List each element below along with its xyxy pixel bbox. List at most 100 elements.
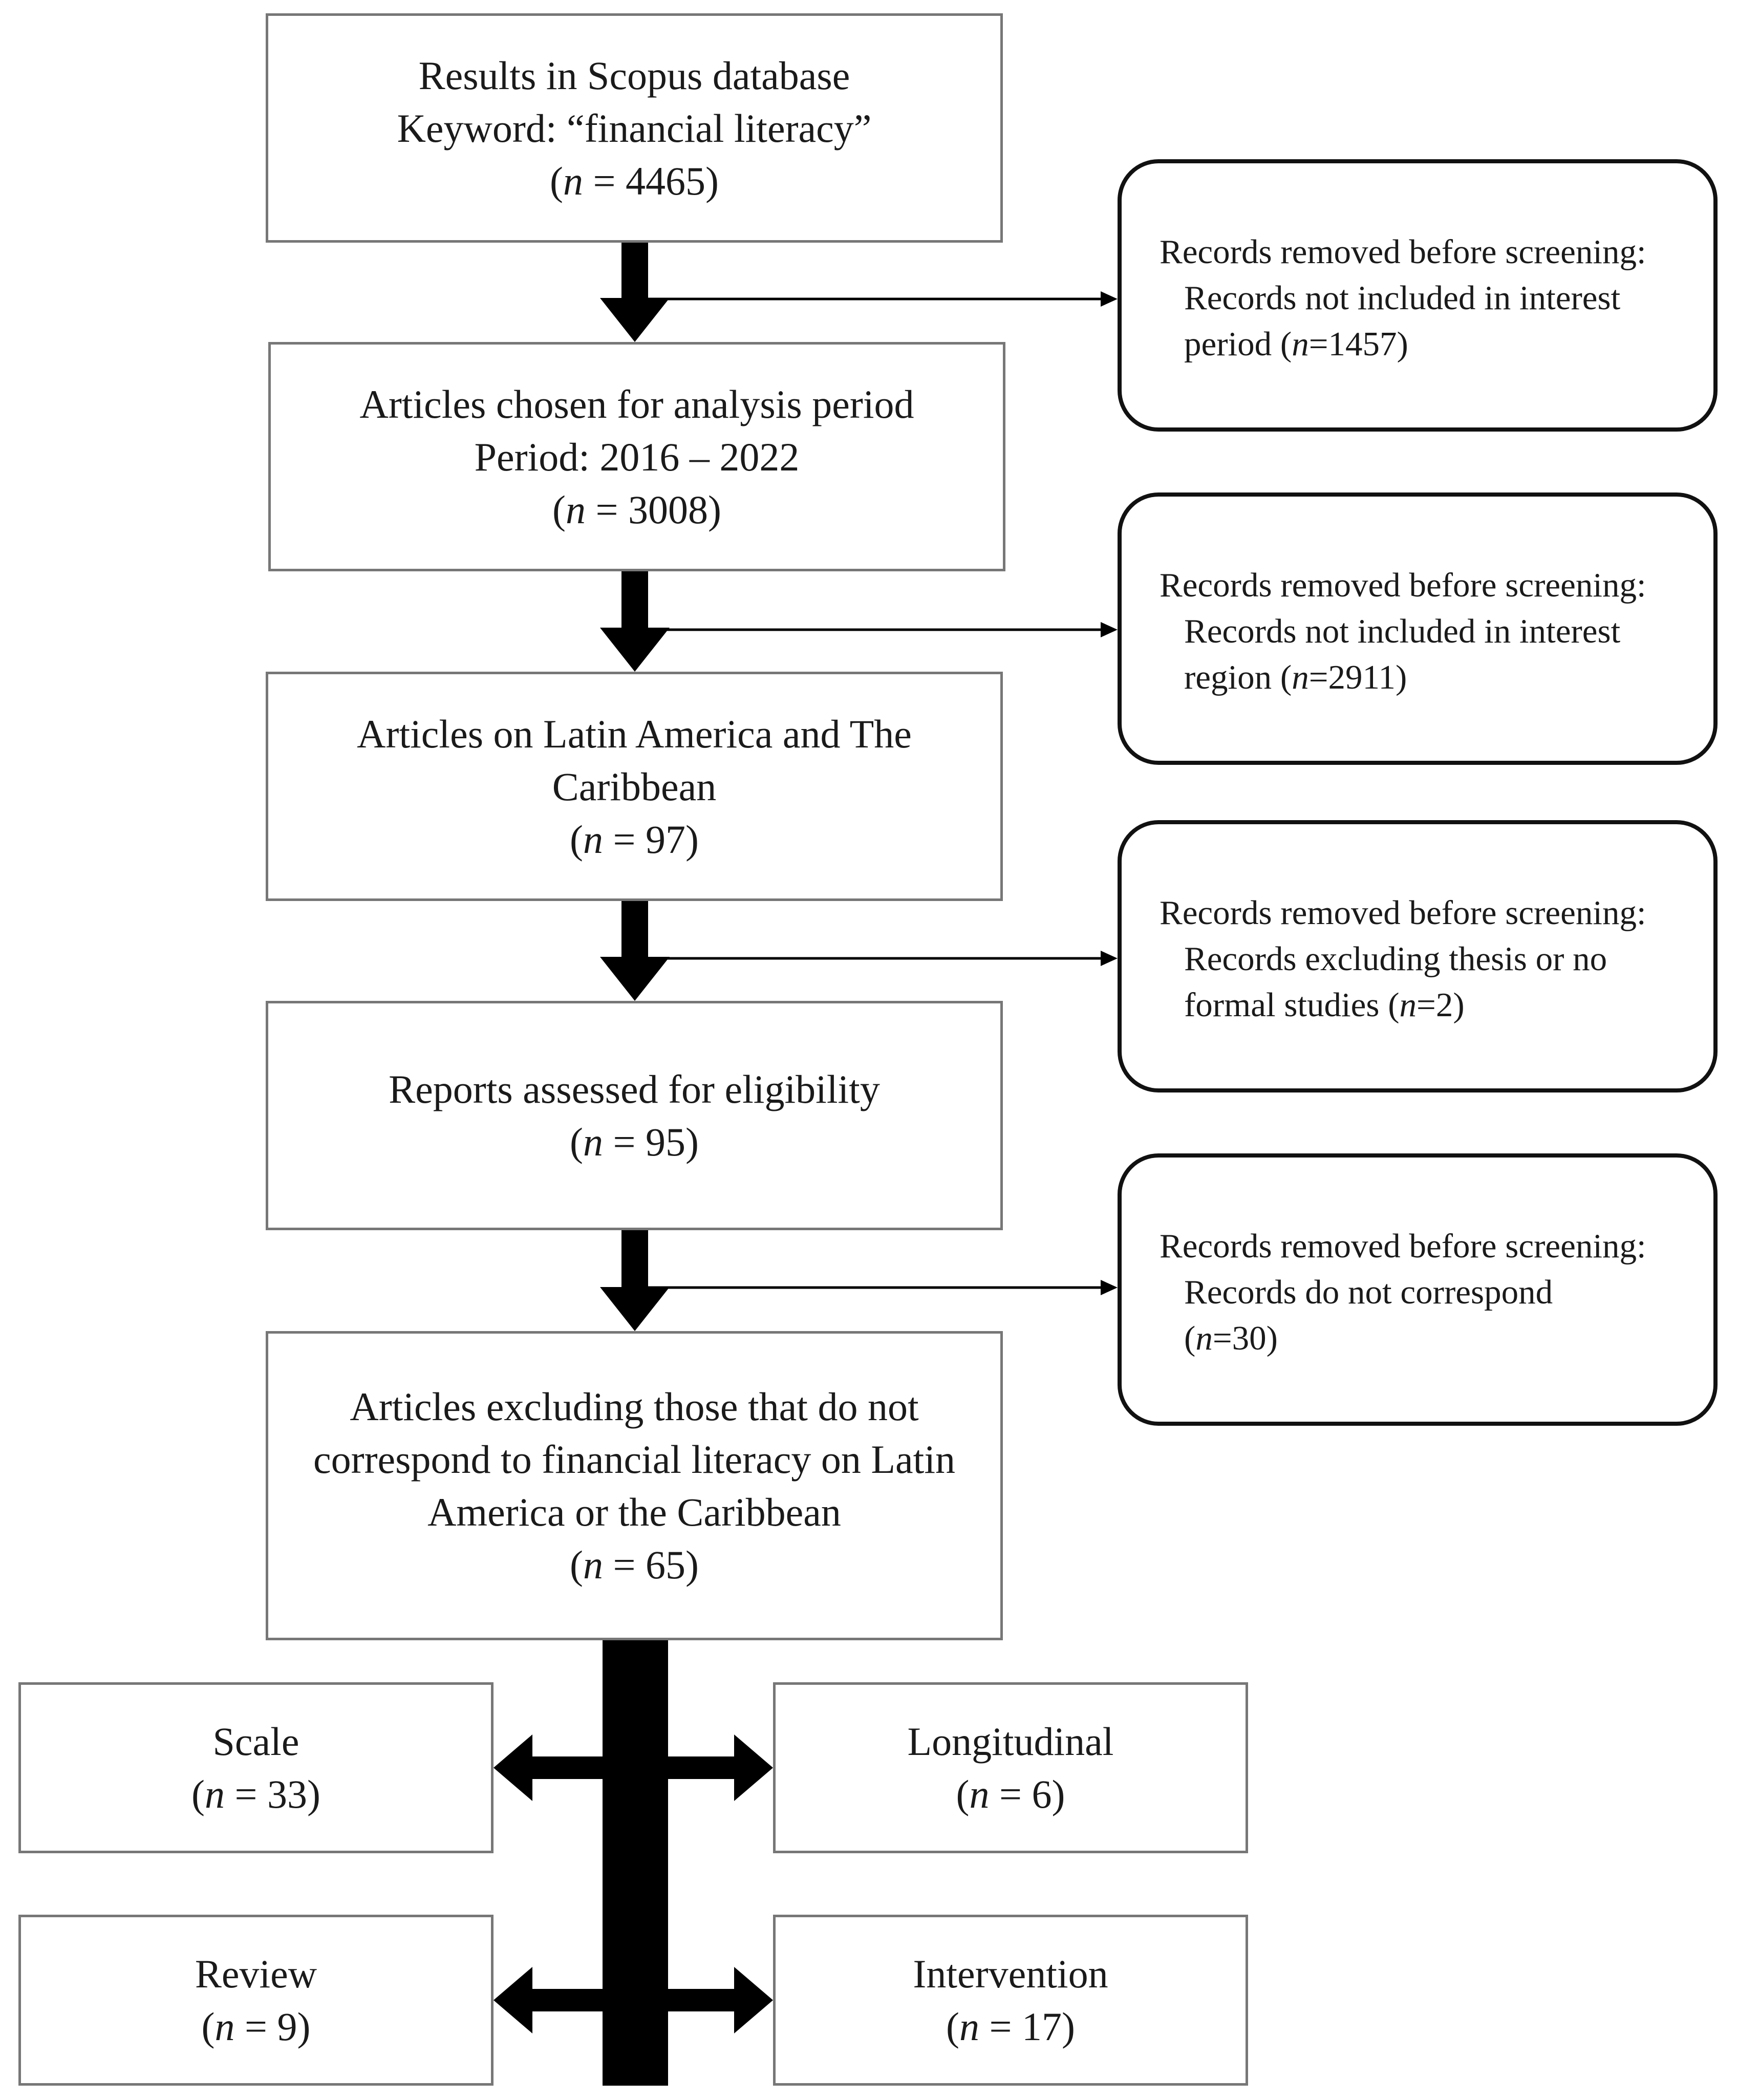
down-arrow: [600, 1230, 670, 1331]
category-label: Intervention: [913, 1952, 1108, 1996]
double-headed-arrow: [493, 1734, 773, 1801]
close-paren: ): [1052, 1772, 1065, 1816]
close-paren: ): [1453, 986, 1465, 1024]
side-arrow-head: [1101, 291, 1118, 307]
count-label: (n = 3008): [552, 483, 721, 536]
equals-sign: =: [234, 2004, 277, 2049]
n-symbol: n: [566, 487, 586, 532]
removed-reason: Records not included in interest: [1184, 279, 1621, 317]
flow-step-text: correspond to financial literacy on Lati…: [313, 1437, 956, 1482]
double-headed-arrow: [493, 1967, 773, 2033]
removed-reason-tail: period (: [1184, 325, 1292, 363]
equals-sign: =: [583, 158, 626, 203]
n-symbol: n: [214, 2004, 235, 2049]
n-symbol: n: [583, 1542, 603, 1587]
removed-count-line: period (n=1457): [1184, 321, 1693, 367]
count-label: (n = 95): [570, 1116, 699, 1168]
side-arrow-head: [1101, 1280, 1118, 1295]
equals-sign: =: [989, 1772, 1032, 1816]
category-box: Review(n = 9): [18, 1915, 493, 2086]
flow-step-text: Keyword: “financial literacy”: [397, 105, 872, 151]
n-symbol: n: [969, 1772, 990, 1816]
count-value: 33: [267, 1772, 307, 1816]
close-paren: ): [1396, 658, 1407, 696]
n-symbol: n: [563, 158, 583, 203]
count-label: (n = 6): [956, 1768, 1065, 1820]
category-box: Intervention(n = 17): [773, 1915, 1248, 2086]
flow-step-text: Caribbean: [552, 764, 717, 809]
n-symbol: n: [959, 2004, 979, 2049]
close-paren: ): [685, 1120, 699, 1164]
split-trunk: [603, 1640, 668, 2086]
n-symbol: n: [1195, 1319, 1213, 1357]
removed-reason: Records excluding thesis or no: [1184, 940, 1607, 978]
open-paren: (: [570, 1542, 583, 1587]
count-value: 17: [1022, 2004, 1062, 2049]
close-paren: ): [1062, 2004, 1075, 2049]
count-label: (n = 97): [570, 813, 699, 866]
close-paren: ): [307, 1772, 320, 1816]
count-value: 97: [646, 817, 685, 862]
open-paren: (: [191, 1772, 205, 1816]
records-removed-box: Records removed before screening: Records…: [1118, 1153, 1718, 1426]
count-value: 9: [277, 2004, 297, 2049]
removed-details: Records do not correspond(n=30): [1160, 1269, 1693, 1361]
close-paren: ): [1266, 1319, 1278, 1357]
removed-heading: Records removed before screening:: [1160, 1227, 1646, 1265]
count-label: (n = 33): [191, 1768, 320, 1820]
close-paren: ): [297, 2004, 311, 2049]
close-paren: ): [685, 817, 699, 862]
equals-sign: =: [603, 1542, 646, 1587]
n-symbol: n: [583, 817, 603, 862]
down-arrow: [600, 571, 670, 672]
flow-step-text: Articles chosen for analysis period: [359, 381, 914, 426]
equals-sign: =: [586, 487, 628, 532]
count-value: 2: [1435, 986, 1453, 1024]
count-value: 6: [1032, 1772, 1052, 1816]
removed-heading: Records removed before screening:: [1160, 894, 1646, 932]
n-symbol: n: [1292, 325, 1309, 363]
removed-reason-tail: formal studies (: [1184, 986, 1400, 1024]
removed-count-line: formal studies (n=2): [1184, 982, 1693, 1028]
flow-step-text: America or the Caribbean: [427, 1490, 841, 1534]
removed-reason-tail: region (: [1184, 658, 1292, 696]
count-value: 65: [646, 1542, 685, 1587]
removed-heading: Records removed before screening:: [1160, 566, 1646, 604]
removed-details: Records excluding thesis or no formal stu…: [1160, 936, 1693, 1028]
removed-reason: Records do not correspond: [1184, 1273, 1553, 1311]
close-paren: ): [1397, 325, 1408, 363]
equals-sign: =: [603, 1120, 646, 1164]
removed-heading: Records removed before screening:: [1160, 233, 1646, 271]
equals-sign: =: [1308, 325, 1328, 363]
equals-sign: =: [1308, 658, 1328, 696]
equals-sign: =: [1417, 986, 1436, 1024]
down-arrow: [600, 243, 670, 342]
count-label: (n = 17): [946, 2000, 1075, 2053]
open-paren: (: [570, 1120, 583, 1164]
flow-step-text: Reports assessed for eligibility: [389, 1067, 880, 1111]
category-box: Scale(n = 33): [18, 1682, 493, 1853]
count-value: 95: [646, 1120, 685, 1164]
side-arrow-head: [1101, 622, 1118, 637]
open-paren: (: [956, 1772, 970, 1816]
equals-sign: =: [225, 1772, 267, 1816]
equals-sign: =: [979, 2004, 1022, 2049]
flow-step-box: Reports assessed for eligibility (n = 95): [266, 1001, 1003, 1230]
records-removed-box: Records removed before screening: Records…: [1118, 820, 1718, 1092]
count-value: 4465: [626, 158, 705, 203]
removed-count-line: region (n=2911): [1184, 654, 1693, 700]
open-paren: (: [201, 2004, 215, 2049]
count-value: 2911: [1328, 658, 1396, 696]
close-paren: ): [708, 487, 721, 532]
equals-sign: =: [603, 817, 646, 862]
category-box: Longitudinal(n = 6): [773, 1682, 1248, 1853]
open-paren: (: [946, 2004, 959, 2049]
n-symbol: n: [1292, 658, 1309, 696]
count-label: (n = 9): [202, 2000, 311, 2053]
records-removed-box: Records removed before screening: Records…: [1118, 159, 1718, 432]
